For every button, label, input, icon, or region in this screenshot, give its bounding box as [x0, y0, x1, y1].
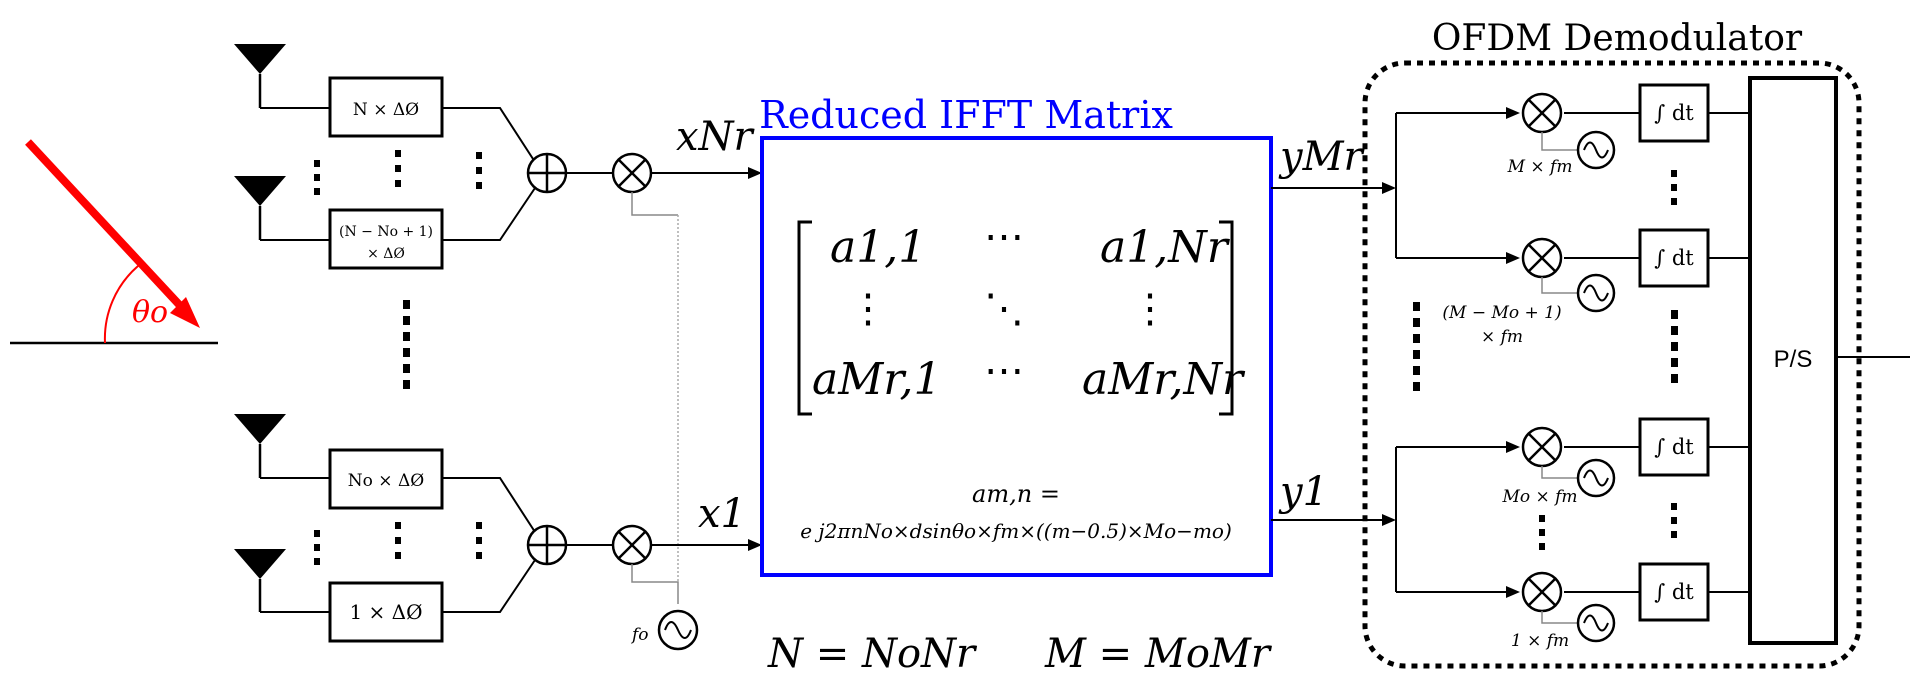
freq-label-2-line2: × fm: [1481, 327, 1523, 347]
antenna-icon: [234, 176, 286, 240]
input-arrows: [651, 167, 762, 551]
svg-text:P/S: P/S: [1774, 346, 1813, 373]
combiner-wires: [442, 107, 613, 613]
antenna-icon: [234, 549, 286, 612]
svg-text:No × ΔØ: No × ΔØ: [348, 471, 424, 491]
matrix-ddots: ⋱: [984, 286, 1024, 332]
svg-text:× ΔØ: × ΔØ: [367, 246, 405, 262]
svg-text:N × ΔØ: N × ΔØ: [353, 100, 419, 120]
relation-n: N = NoNr: [767, 631, 978, 677]
ofdm-title: OFDM Demodulator: [1432, 18, 1803, 59]
matrix-entries: a1,1 ⋯ a1,Nr ⋮ ⋱ ⋮ aMr,1 ⋯ aMr,Nr: [812, 214, 1246, 405]
demod-mixer-3: [1521, 426, 1563, 468]
lo-feed-lines: [631, 192, 679, 604]
demod-mixer-4: [1521, 571, 1563, 613]
signal-arrow: [25, 139, 189, 315]
output-label-bottom: y1: [1278, 469, 1328, 515]
demod-mixer-2: [1521, 237, 1563, 279]
oscillator-icon: [1576, 458, 1616, 498]
matrix-brackets: [797, 220, 1234, 416]
svg-text:∫ dt: ∫ dt: [1654, 101, 1694, 125]
parallel-to-serial-block: P/S: [1748, 76, 1838, 645]
freq-label-3: Mo × fm: [1501, 487, 1577, 507]
integrator-block-4: ∫ dt: [1638, 562, 1710, 622]
relation-m: M = MoMr: [1044, 631, 1273, 677]
phase-shifter-top-last: (N − No + 1) × ΔØ: [328, 208, 444, 270]
output-label-top: yMr: [1278, 134, 1366, 180]
matrix-vdots-right: ⋮: [1130, 286, 1170, 332]
freq-label-4: 1 × fm: [1511, 631, 1569, 651]
demod-mixer-1: [1521, 92, 1563, 134]
antenna-wires: [260, 107, 330, 613]
integrator-block-1: ∫ dt: [1638, 83, 1710, 143]
ifft-title: Reduced IFFT Matrix: [759, 93, 1173, 137]
demod-osc-feeds: [1541, 132, 1577, 624]
svg-text:∫ dt: ∫ dt: [1654, 246, 1694, 270]
input-label-bottom: x1: [698, 491, 746, 537]
formula-rhs: e j2πnNo×dsinθo×fm×((m−0.5)×Mo−mo): [800, 519, 1232, 543]
input-label-top: xNr: [676, 114, 756, 160]
phase-shifter-top-first: N × ΔØ: [328, 76, 444, 138]
adder-bottom: [526, 524, 568, 566]
svg-text:∫ dt: ∫ dt: [1654, 435, 1694, 459]
demod-ellipsis-dots: [1413, 170, 1678, 550]
array-ellipsis-dots: [314, 150, 482, 565]
matrix-entry-1n: a1,Nr: [1100, 222, 1231, 273]
formula-lhs: am,n =: [972, 480, 1060, 508]
svg-text:(N − No + 1): (N − No + 1): [339, 224, 433, 240]
integrator-block-2: ∫ dt: [1638, 228, 1710, 288]
ifft-matrix-box: [760, 136, 1273, 577]
svg-text:1 × ΔØ: 1 × ΔØ: [349, 600, 422, 624]
adder-top: [526, 152, 568, 194]
phase-shifter-bottom-last: 1 × ΔØ: [328, 581, 444, 643]
signal-arrowhead: [170, 297, 200, 328]
svg-text:∫ dt: ∫ dt: [1654, 580, 1694, 604]
local-oscillator-icon: [657, 609, 699, 651]
antenna-icon: [234, 414, 286, 478]
antenna-array: [234, 44, 286, 612]
mixer-top: [611, 152, 653, 194]
freq-label-1: M × fm: [1507, 157, 1573, 177]
matrix-vdots-left: ⋮: [848, 286, 888, 332]
matrix-hdots-bottom: ⋯: [984, 348, 1024, 394]
matrix-entry-11: a1,1: [830, 222, 926, 273]
mixer-bottom: [611, 524, 653, 566]
ofdm-demodulator-box: [1362, 60, 1862, 669]
branch-wires: [1395, 112, 1910, 593]
matrix-hdots-top: ⋯: [984, 214, 1024, 260]
oscillator-icon: [1576, 130, 1616, 170]
oscillator-icon: [1576, 273, 1616, 313]
antenna-icon: [234, 44, 286, 108]
angle-arc: [103, 265, 139, 344]
angle-label: θo: [132, 295, 168, 330]
phase-shifter-bottom-first: No × ΔØ: [328, 448, 444, 510]
branch-arrowheads: [1506, 107, 1520, 598]
oscillator-label: fo: [630, 625, 649, 645]
oscillator-icon: [1576, 603, 1616, 643]
incoming-signal: θo: [10, 139, 218, 345]
freq-label-2-line1: (M − Mo + 1): [1442, 303, 1561, 323]
matrix-entry-m1: aMr,1: [812, 354, 941, 405]
integrator-block-3: ∫ dt: [1638, 417, 1710, 477]
matrix-entry-mn: aMr,Nr: [1082, 354, 1246, 405]
